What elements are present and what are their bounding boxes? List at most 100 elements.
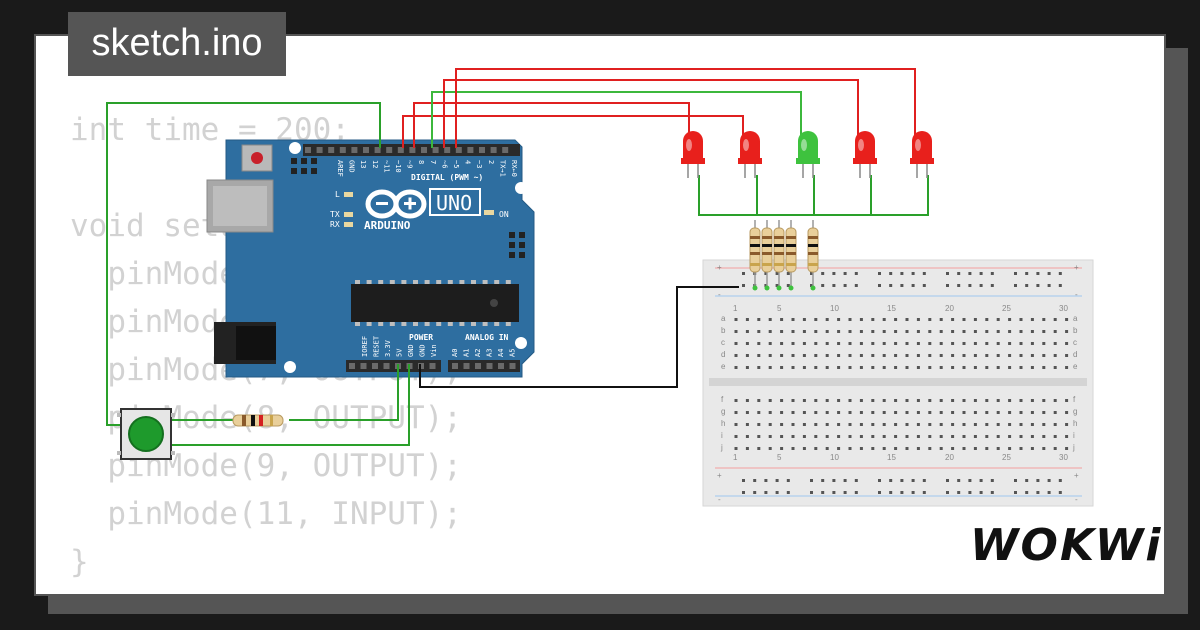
wire-black <box>419 286 739 388</box>
mounting-hole <box>515 182 527 194</box>
row-label: g <box>721 407 725 416</box>
row-label: e <box>1073 362 1078 371</box>
pin-label: 2 <box>487 160 495 164</box>
row-label: d <box>1073 350 1077 359</box>
pin-label: A1 <box>463 349 471 357</box>
column-label: 15 <box>887 304 896 313</box>
wire-green <box>698 175 872 216</box>
pin-label: ~9 <box>406 160 414 168</box>
pin-label: Vin <box>430 344 438 357</box>
pin-label: GND <box>407 344 415 357</box>
row-label: g <box>1073 407 1077 416</box>
pin-label: ~6 <box>440 160 448 168</box>
breadboard[interactable]: + + - - + + - - 1 5 10 15 20 25 30 1 5 1… <box>702 259 1094 507</box>
pin-label: 7 <box>429 160 437 164</box>
row-label: b <box>721 326 726 335</box>
wire-green <box>106 102 381 426</box>
pin-label: IOREF <box>361 336 369 357</box>
wire-green <box>171 364 410 446</box>
column-label: 10 <box>830 304 839 313</box>
wire-red <box>413 102 690 148</box>
row-label: f <box>721 395 724 404</box>
column-label: 25 <box>1002 304 1011 313</box>
pin-label: 13 <box>359 160 367 168</box>
led-resistors[interactable] <box>749 220 819 291</box>
row-label: i <box>1073 431 1075 440</box>
row-label: d <box>721 350 725 359</box>
led-l-label: L <box>335 190 340 199</box>
pulldown-resistor <box>232 414 284 427</box>
uno-model: UNO <box>436 191 472 215</box>
column-label: 10 <box>830 453 839 462</box>
mounting-hole <box>289 142 301 154</box>
row-label: c <box>721 338 725 347</box>
pin-label: ~3 <box>475 160 483 168</box>
pin-label: A0 <box>451 349 459 357</box>
pin-label: GND <box>419 344 427 357</box>
pin-label: A5 <box>509 349 517 357</box>
red-led[interactable] <box>853 131 877 178</box>
wire-green <box>289 364 399 421</box>
reset-button-cap[interactable] <box>251 152 263 164</box>
column-label: 15 <box>887 453 896 462</box>
pin-label: AREF <box>336 160 344 177</box>
red-led[interactable] <box>738 131 762 178</box>
row-label: h <box>1073 419 1077 428</box>
leds <box>681 131 934 178</box>
column-label: 20 <box>945 453 954 462</box>
pin-label: TX→1 <box>498 160 506 177</box>
pin-label: 3.3V <box>384 339 392 357</box>
sketch-title: sketch.ino <box>68 12 286 76</box>
green-led[interactable] <box>796 131 820 178</box>
minus-label: - <box>1075 290 1078 299</box>
pushbutton-cap[interactable] <box>128 416 164 452</box>
pushbutton[interactable] <box>117 408 175 460</box>
row-label: c <box>1073 338 1077 347</box>
wire-red <box>455 68 916 148</box>
row-label: j <box>1072 443 1075 452</box>
row-label: a <box>1073 314 1078 323</box>
power-label: POWER <box>409 333 433 342</box>
column-label: 5 <box>777 304 782 313</box>
plus-label: + <box>1074 471 1079 480</box>
code-line: int time = 200; <box>70 112 350 148</box>
pin-label: RESET <box>373 335 381 357</box>
mounting-hole <box>515 337 527 349</box>
minus-label: - <box>1075 495 1078 504</box>
column-label: 25 <box>1002 453 1011 462</box>
digital-label: DIGITAL (PWM ~) <box>411 173 483 182</box>
plus-label: + <box>717 263 722 272</box>
uno-badge <box>429 188 481 216</box>
pin-label: A3 <box>486 349 494 357</box>
red-led[interactable] <box>681 131 705 178</box>
pin-label: GND <box>348 160 356 173</box>
pin-label: ~11 <box>382 160 390 173</box>
column-label: 30 <box>1059 304 1068 313</box>
row-label: j <box>720 443 723 452</box>
column-label: 20 <box>945 304 954 313</box>
analog-label: ANALOG IN <box>465 333 509 342</box>
rx-label: RX <box>330 220 340 229</box>
wire-green <box>871 175 929 216</box>
row-label: b <box>1073 326 1078 335</box>
pin-label: 5V <box>396 348 404 357</box>
tx-label: TX <box>330 210 340 219</box>
on-label: ON <box>499 210 509 219</box>
arduino-uno-board[interactable]: ARDUINO UNO DIGITAL (PWM ~) POWER ANALOG… <box>206 139 535 378</box>
minus-label: - <box>718 495 721 504</box>
wire-red <box>443 79 859 148</box>
power-header <box>346 360 441 372</box>
usb-port-inner <box>213 186 267 226</box>
wire-red <box>402 115 744 148</box>
row-label: a <box>721 314 726 323</box>
minus-label: - <box>718 290 721 299</box>
arduino-logo <box>365 189 427 219</box>
wire-green <box>431 91 802 148</box>
red-led[interactable] <box>910 131 934 178</box>
code-line: } <box>70 544 89 580</box>
analog-header <box>448 360 520 372</box>
column-label: 1 <box>733 453 738 462</box>
wires <box>106 68 929 446</box>
column-label: 30 <box>1059 453 1068 462</box>
